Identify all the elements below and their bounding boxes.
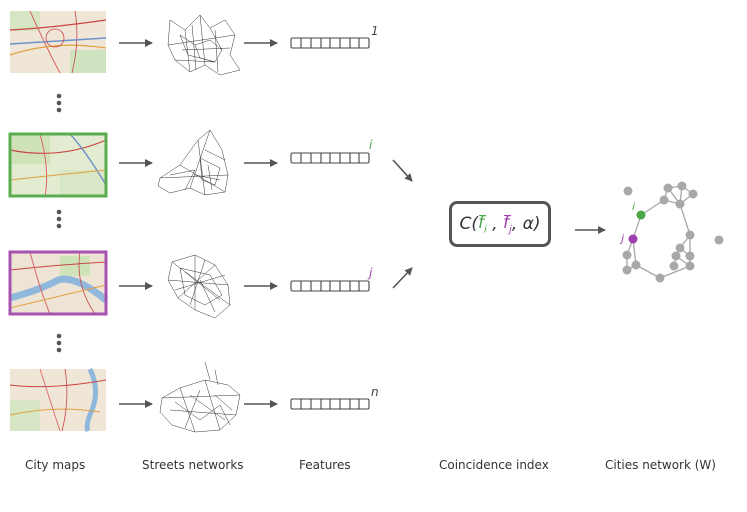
street-network-n [159,361,241,433]
street-network-1 [167,14,241,76]
city-map-j [8,250,109,316]
feature-vector-i [290,152,370,164]
street-network-i [157,129,229,196]
feature-index-i: i [369,138,373,152]
street-network-j [167,254,231,319]
feature-vector-n [290,398,370,410]
feature-index-n: n [371,385,379,399]
caption-coincidence-index: Coincidence index [439,458,549,472]
feature-index-1: 1 [371,24,379,38]
vertical-ellipsis-2 [56,209,62,229]
city-map-1 [9,10,107,74]
arrows-features-to-index [392,159,606,289]
caption-features: Features [299,458,351,472]
network-label-i: i [632,200,636,213]
feature-f-j-sub: j [509,224,512,236]
cities-network-graph [622,181,724,283]
arrows-map-to-network [119,39,153,408]
formula-prefix: C( [459,214,479,234]
formula-suffix: , α) [511,214,541,234]
city-map-i [8,132,108,198]
caption-city-maps: City maps [25,458,86,472]
vertical-ellipsis-3 [56,333,62,353]
formula-sep: , [486,214,504,234]
feature-vector-1 [290,37,370,49]
city-map-n [9,367,107,433]
arrows-network-to-features [244,39,278,408]
feature-vector-j [290,280,370,292]
network-label-j: j [621,232,625,245]
feature-index-j: j [369,266,373,280]
coincidence-formula: C(fi , fj, α) [449,201,551,247]
caption-cities-network: Cities network (W) [605,458,716,472]
vertical-ellipsis-1 [56,93,62,113]
feature-f-i-sub: i [484,224,487,236]
node-i [636,210,646,220]
feature-f-i: f [478,212,485,233]
node-j [628,234,638,244]
feature-f-j: f [503,212,510,233]
caption-street-networks: Streets networks [142,458,244,472]
